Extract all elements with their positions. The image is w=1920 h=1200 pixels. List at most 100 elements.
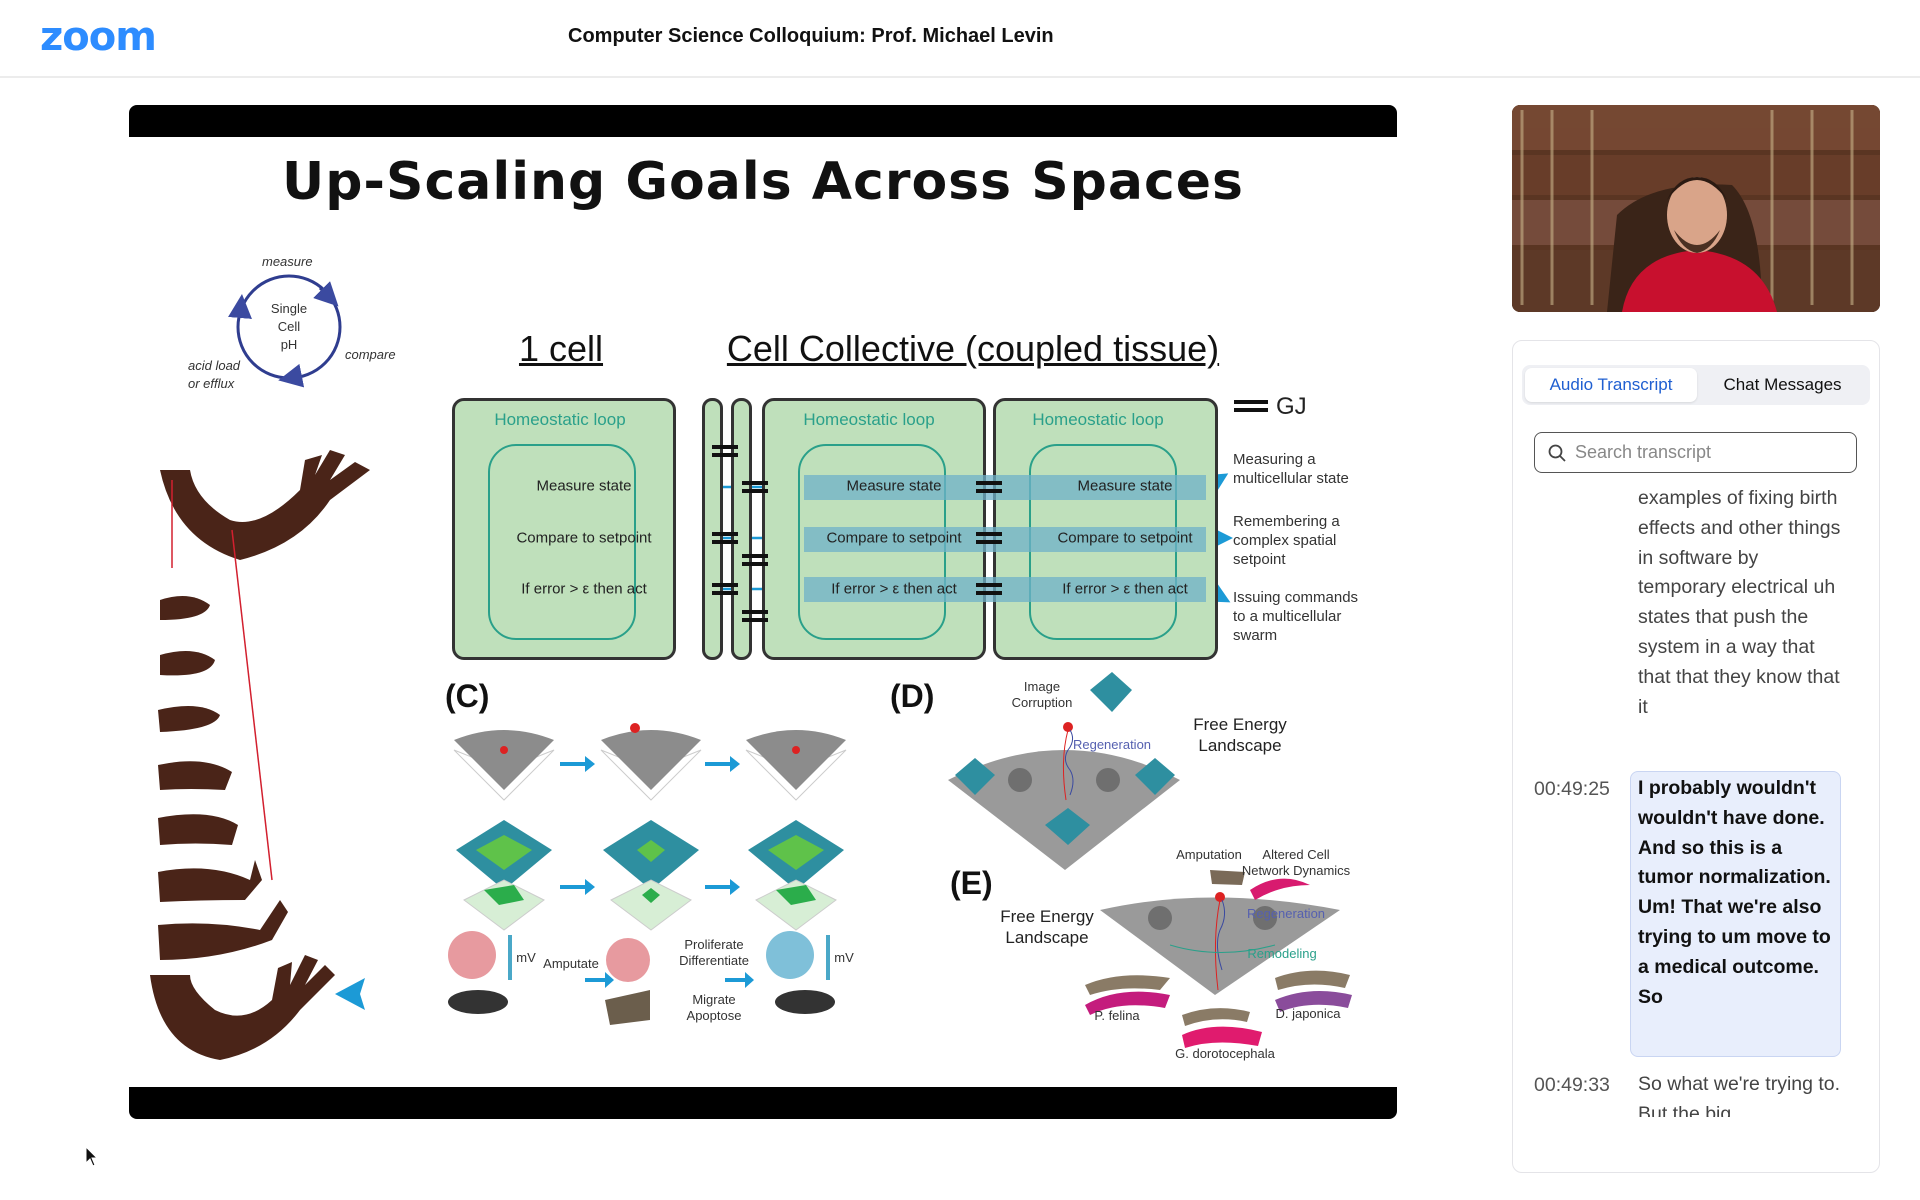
ph-act-label-1: acid load [188, 358, 241, 373]
act-band [804, 577, 1206, 602]
tab-audio-transcript[interactable]: Audio Transcript [1525, 368, 1697, 402]
transcript-list[interactable]: examples of fixing birth effects and oth… [1512, 484, 1880, 1117]
label-line: Measuring a [1233, 451, 1316, 468]
species-label: P. felina [1094, 1008, 1140, 1023]
gap-junction-icon [742, 481, 768, 493]
ph-loop-circle [228, 274, 342, 388]
label-line: to a multicellular [1233, 608, 1342, 625]
gap-junction-icon [742, 610, 768, 622]
right-label-measuring: Measuring a multicellular state [1233, 450, 1349, 488]
limb-regeneration-illustration [150, 450, 370, 1060]
label-line: Image [1023, 679, 1061, 694]
step-compare: Compare to setpoint [826, 529, 962, 547]
slide-title: Up-Scaling Goals Across Spaces [281, 152, 1244, 212]
speaker-video-frame [1512, 105, 1880, 312]
measure-band [804, 475, 1206, 500]
gap-junction-icon [712, 583, 738, 595]
loop-outline [488, 444, 636, 640]
gap-junction-legend-icon [1234, 400, 1268, 412]
speaker-video[interactable] [1512, 105, 1880, 312]
top-bar: zoom Computer Science Colloquium: Prof. … [0, 0, 1920, 78]
label-line: Migrate [692, 992, 736, 1007]
step-measure: Measure state [536, 477, 632, 495]
label-line: Remembering a [1233, 513, 1340, 530]
compare-band [804, 527, 1206, 552]
step-compare: Compare to setpoint [516, 529, 652, 547]
panel-e-letter: (E) [950, 865, 993, 901]
search-icon [1548, 444, 1566, 462]
search-placeholder: Search transcript [1575, 442, 1712, 462]
label-line: setpoint [1233, 551, 1286, 568]
label-line: Free Energy [1000, 907, 1094, 926]
ph-center-line: Cell [277, 319, 301, 334]
right-label-remembering: Remembering a complex spatial setpoint [1233, 512, 1340, 569]
remodeling-label: Remodeling [1247, 946, 1317, 961]
letterbox-top [129, 105, 1397, 137]
step-measure: Measure state [1077, 477, 1173, 495]
species-label: D. japonica [1275, 1006, 1341, 1021]
panel-c-letter: (C) [445, 678, 490, 714]
panel-tabs: Audio Transcript Chat Messages [1522, 365, 1870, 405]
regeneration-label: Regeneration [1246, 906, 1326, 921]
one-cell-heading: 1 cell [518, 328, 604, 369]
label-line: multicellular state [1233, 470, 1349, 487]
ph-center-line: Single [270, 301, 308, 316]
ph-measure-label: measure [262, 254, 313, 269]
amputation-label: Amputation [1176, 847, 1242, 862]
ph-act-label-2: or efflux [188, 376, 235, 391]
label-line: Network Dynamics [1241, 863, 1351, 878]
label-line: swarm [1233, 627, 1278, 644]
loop-title: Homeostatic loop [1032, 410, 1164, 429]
label-line: Differentiate [679, 953, 749, 968]
gap-junction-icon [712, 532, 738, 544]
label-line: Landscape [1198, 736, 1282, 755]
tab-chat-messages[interactable]: Chat Messages [1723, 375, 1842, 394]
panel-e-landscape [1085, 870, 1352, 1048]
cell-membrane-bar [702, 398, 723, 660]
label-line: Free Energy [1193, 715, 1287, 734]
ph-center-label: Single Cell pH [259, 300, 319, 354]
transcript-entry-text-current: I probably wouldn't wouldn't have done. … [1638, 777, 1831, 1008]
transcript-entry-text: So what we're trying to. But the big [1638, 1073, 1841, 1117]
amputate-label: Amputate [543, 956, 599, 971]
step-act: If error > ε then act [521, 580, 647, 598]
search-transcript-input[interactable]: Search transcript [1534, 432, 1857, 473]
step-act: If error > ε then act [1062, 580, 1188, 598]
gap-junction-icon [976, 532, 1002, 544]
cell-collective-heading: Cell Collective (coupled tissue) [726, 328, 1220, 369]
step-act: If error > ε then act [831, 580, 957, 598]
label-line: complex spatial [1233, 532, 1337, 549]
label-line: Proliferate [684, 937, 744, 952]
label-line: Altered Cell [1262, 847, 1330, 862]
panel-c-landscapes [448, 723, 847, 1025]
gap-junction-icon [976, 481, 1002, 493]
label-line: Apoptose [686, 1008, 742, 1023]
meeting-title: Computer Science Colloquium: Prof. Micha… [568, 25, 1054, 47]
letterbox-bottom [129, 1087, 1397, 1119]
transcript-timestamp[interactable]: 00:49:33 [1534, 1074, 1610, 1096]
ph-center-line: pH [280, 337, 298, 352]
label-line: Issuing commands [1233, 589, 1359, 606]
panel-d-landscape [948, 672, 1180, 870]
right-label-issuing: Issuing commands to a multicellular swarm [1233, 588, 1358, 645]
regeneration-label: Regeneration [1072, 737, 1152, 752]
species-label: G. dorotocephala [1175, 1046, 1275, 1061]
mouse-cursor-icon [85, 1146, 99, 1167]
gap-junction-icon [712, 445, 738, 457]
mv-label: mV [516, 950, 536, 965]
transcript-highlight-bubble [1630, 771, 1841, 1057]
loop-title: Homeostatic loop [803, 410, 935, 429]
label-line: Corruption [1011, 695, 1073, 710]
gj-legend-label: GJ [1276, 393, 1307, 420]
transcript-entry-text: examples of fixing birth effects and oth… [1638, 487, 1841, 718]
ph-compare-label: compare [345, 347, 396, 362]
zoom-logo: zoom [40, 14, 157, 60]
step-measure: Measure state [846, 477, 942, 495]
transcript-timestamp[interactable]: 00:49:25 [1534, 778, 1610, 800]
